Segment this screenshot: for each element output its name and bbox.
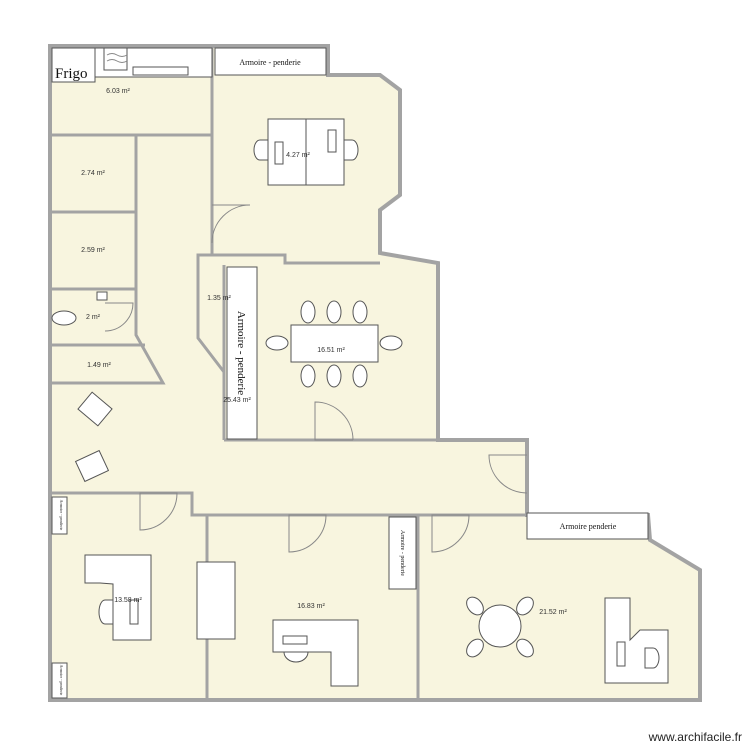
door[interactable] <box>431 514 470 553</box>
wardrobe-mid: Armoire - penderie <box>388 516 417 590</box>
svg-text:Armoire - penderie: Armoire - penderie <box>399 530 405 576</box>
area-label: 4.27 m² <box>286 152 310 159</box>
door[interactable] <box>139 492 178 531</box>
area-label: 25.43 m² <box>223 397 251 404</box>
keyboard-icon <box>129 599 139 625</box>
chair-icon <box>326 364 342 388</box>
desks-top <box>253 118 359 186</box>
round-table <box>466 596 534 658</box>
svg-text:Frigo: Frigo <box>55 66 88 82</box>
wardrobe-center: Armoire - penderie <box>226 266 258 440</box>
chair-icon <box>326 300 342 324</box>
area-label: 13.58 m² <box>114 597 142 604</box>
desk-middle <box>272 619 359 687</box>
area-label: 6.03 m² <box>106 88 130 95</box>
chair-icon <box>300 364 316 388</box>
armchair-icon <box>77 391 113 427</box>
door[interactable] <box>104 302 134 332</box>
wardrobe-small: Armoire - penderie Armoire - penderie <box>51 496 68 699</box>
meeting-table <box>265 300 403 388</box>
toilet <box>51 291 108 326</box>
chair-icon <box>466 596 484 616</box>
door[interactable] <box>211 204 251 244</box>
chair-icon <box>253 139 269 161</box>
chair-icon <box>283 651 309 663</box>
keyboard-icon <box>327 129 337 153</box>
wardrobe-top: Armoire - penderie <box>214 47 327 76</box>
chair-icon <box>644 647 660 669</box>
svg-text:Armoire - penderie: Armoire - penderie <box>59 665 64 696</box>
chair-icon <box>343 139 359 161</box>
svg-text:Armoire - penderie: Armoire - penderie <box>235 311 247 395</box>
area-label: 2 m² <box>86 314 101 321</box>
area-label: 21.52 m² <box>539 609 567 616</box>
chair-icon <box>352 364 368 388</box>
desk-right <box>604 597 669 684</box>
fridge: Frigo <box>51 47 96 83</box>
chair-icon <box>466 638 484 658</box>
door[interactable] <box>288 514 327 553</box>
armchair-icon <box>74 449 110 483</box>
kitchen-counter <box>94 47 213 78</box>
chair-icon <box>300 300 316 324</box>
chair-icon <box>265 335 289 351</box>
svg-text:Armoire penderie: Armoire penderie <box>560 522 617 531</box>
wardrobe-right: Armoire penderie <box>526 512 649 540</box>
outer-wall <box>48 44 702 702</box>
svg-text:Armoire - penderie: Armoire - penderie <box>59 500 64 531</box>
area-label: 16.83 m² <box>297 603 325 610</box>
area-label: 1.35 m² <box>207 295 231 302</box>
door[interactable] <box>314 401 354 441</box>
doors <box>104 204 528 553</box>
keyboard-icon <box>282 635 308 645</box>
area-labels: 6.03 m² 2.74 m² 2.59 m² 2 m² 1.49 m² 4.2… <box>81 88 567 616</box>
desk-left <box>84 554 152 641</box>
area-label: 2.74 m² <box>81 170 105 177</box>
armchairs <box>74 391 113 483</box>
watermark[interactable]: www.archifacile.fr <box>648 730 742 744</box>
interior-walls <box>50 46 527 700</box>
area-label: 16.51 m² <box>317 347 345 354</box>
area-label: 2.59 m² <box>81 247 105 254</box>
keyboard-icon <box>274 141 284 165</box>
chair-icon <box>516 596 534 616</box>
chair-icon <box>98 599 114 625</box>
door[interactable] <box>488 454 528 494</box>
chair-icon <box>379 335 403 351</box>
cabinet <box>196 561 236 640</box>
chair-icon <box>516 638 534 658</box>
keyboard-icon <box>616 641 626 667</box>
area-label: 1.49 m² <box>87 362 111 369</box>
chair-icon <box>352 300 368 324</box>
svg-text:Armoire - penderie: Armoire - penderie <box>239 58 301 67</box>
